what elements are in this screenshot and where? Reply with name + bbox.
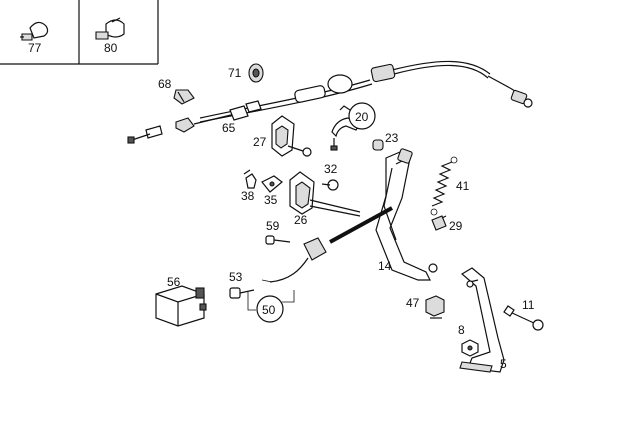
module-56-icon[interactable] (155, 285, 207, 327)
bracket-lines-50 (247, 290, 295, 311)
label-41: 41 (456, 179, 470, 193)
sensor-47-icon[interactable] (425, 295, 445, 319)
pedal-arm-14-icon[interactable] (375, 148, 438, 281)
mount-26-icon[interactable] (289, 171, 361, 217)
label-71: 71 (228, 66, 242, 80)
bolt-32-icon[interactable] (321, 179, 339, 191)
pedal-pad-5-icon[interactable] (459, 267, 505, 373)
label-47: 47 (406, 296, 420, 310)
label-29: 29 (449, 219, 463, 233)
label-38: 38 (241, 189, 255, 203)
label-5: 5 (500, 357, 507, 371)
inset-panel (0, 0, 159, 65)
bolt-icon[interactable] (127, 125, 163, 144)
spring-41-icon[interactable] (430, 156, 458, 216)
clip-80-icon[interactable] (95, 17, 125, 40)
clip-29-icon[interactable] (431, 215, 447, 231)
plate-35-icon[interactable] (261, 175, 283, 193)
label-65: 65 (222, 121, 236, 135)
label-56: 56 (167, 275, 181, 289)
bracket-27-icon[interactable] (271, 115, 312, 157)
clip-38-icon[interactable] (243, 169, 257, 189)
grommet-71-icon[interactable] (248, 63, 264, 83)
label-77: 77 (28, 41, 42, 55)
sleeve-23-icon[interactable] (372, 139, 384, 151)
label-14: 14 (378, 259, 392, 273)
stop-bolt-11-icon[interactable] (503, 305, 544, 331)
push-rod-icon[interactable] (329, 206, 393, 244)
label-8: 8 (458, 323, 465, 337)
clip-68-icon[interactable] (173, 89, 195, 105)
label-32: 32 (324, 162, 338, 176)
sensor-50-icon[interactable] (261, 237, 327, 283)
label-11: 11 (522, 298, 535, 312)
throttle-cable[interactable] (199, 60, 533, 123)
clip-77-icon[interactable] (20, 21, 49, 41)
label-26: 26 (294, 213, 308, 227)
clip-65-icon[interactable] (175, 113, 236, 133)
label-23: 23 (385, 131, 399, 145)
screw-53-icon[interactable] (229, 287, 255, 299)
label-68: 68 (158, 77, 172, 91)
callout-50-circle (256, 295, 284, 323)
callout-20-circle (348, 102, 376, 130)
label-80: 80 (104, 41, 118, 55)
label-35: 35 (264, 193, 278, 207)
bolt-59-icon[interactable] (265, 235, 291, 245)
label-50: 50 (262, 303, 276, 317)
cable-end-icon[interactable] (229, 100, 262, 121)
nut-8-icon[interactable] (461, 339, 479, 357)
label-27: 27 (253, 135, 267, 149)
label-53: 53 (229, 270, 243, 284)
label-20: 20 (355, 110, 369, 124)
label-59: 59 (266, 219, 280, 233)
